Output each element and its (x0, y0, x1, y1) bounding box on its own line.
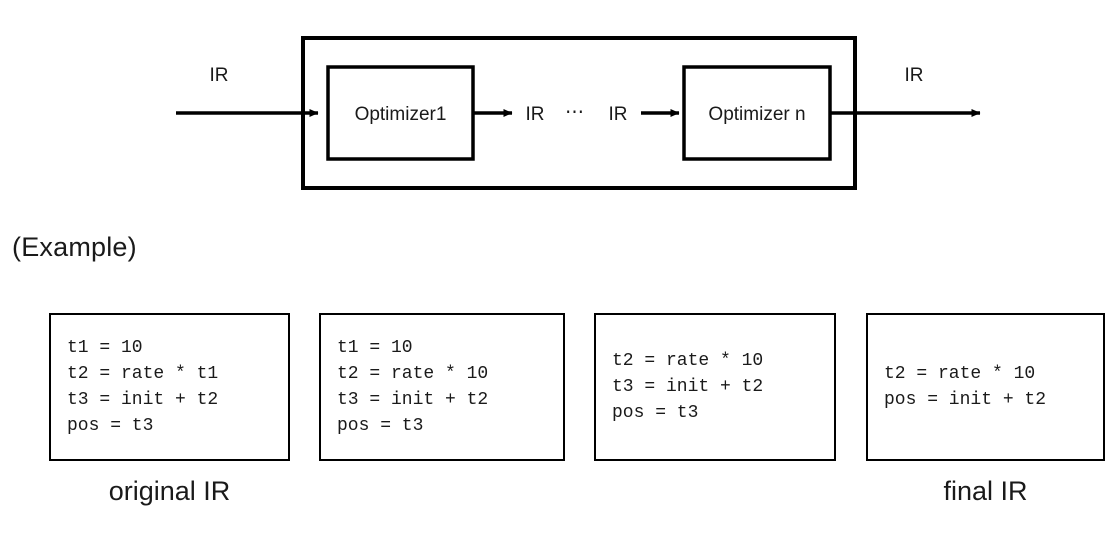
code-line: pos = init + t2 (884, 390, 1047, 410)
optimizer-n-label: Optimizer n (708, 104, 805, 125)
mid-ir-label-right: IR (609, 104, 628, 125)
code-line: t3 = init + t2 (337, 390, 489, 410)
code-block: t1 = 10 t2 = rate * 10 t3 = init + t2 po… (321, 335, 563, 439)
code-box-after-pass-1: t1 = 10 t2 = rate * 10 t3 = init + t2 po… (319, 313, 565, 461)
code-line: t3 = init + t2 (612, 377, 764, 397)
code-block: t2 = rate * 10 t3 = init + t2 pos = t3 (596, 348, 834, 426)
code-line: t1 = 10 (67, 338, 143, 358)
mid-ir-label-left: IR (526, 104, 545, 125)
code-block: t1 = 10 t2 = rate * t1 t3 = init + t2 po… (51, 335, 288, 439)
optimizer-1-label: Optimizer1 (355, 104, 447, 125)
example-caption: (Example) (12, 232, 137, 262)
optimizer-pipeline-diagram: IR Optimizer1 IR ⋯ IR Optimizer n IR (176, 36, 981, 190)
code-box-final-ir: t2 = rate * 10 pos = init + t2 (866, 313, 1105, 461)
stage-ellipsis: ⋯ (565, 102, 585, 123)
code-line: pos = t3 (337, 416, 424, 436)
code-line: t1 = 10 (337, 338, 413, 358)
output-ir-label: IR (905, 65, 924, 86)
input-ir-label: IR (210, 65, 229, 86)
code-box-after-pass-2: t2 = rate * 10 t3 = init + t2 pos = t3 (594, 313, 836, 461)
code-block: t2 = rate * 10 pos = init + t2 (868, 361, 1103, 413)
code-line: pos = t3 (67, 416, 154, 436)
code-line: t3 = init + t2 (67, 390, 219, 410)
code-line: t2 = rate * 10 (612, 351, 764, 371)
optimizer-n-box (682, 65, 832, 161)
code-line: pos = t3 (612, 403, 699, 423)
code-line: t2 = rate * 10 (337, 364, 489, 384)
caption-final-ir: final IR (943, 476, 1028, 506)
code-line: t2 = rate * 10 (884, 364, 1036, 384)
code-line: t2 = rate * t1 (67, 364, 219, 384)
code-box-original-ir: t1 = 10 t2 = rate * t1 t3 = init + t2 po… (49, 313, 290, 461)
optimizer-1-box (326, 65, 475, 161)
caption-original-ir: original IR (108, 476, 231, 506)
